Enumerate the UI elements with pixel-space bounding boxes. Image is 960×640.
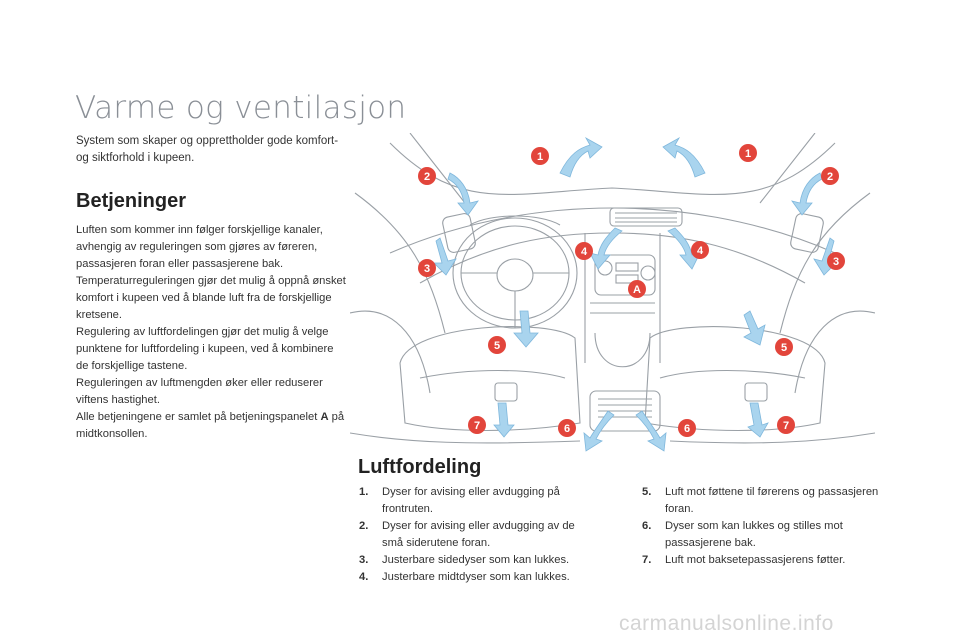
list-item: 3. Justerbare sidedyser som kan lukkes. (359, 552, 599, 569)
paragraph: Temperaturreguleringen gjør det mulig å … (76, 273, 348, 324)
paragraph: Luften som kommer inn følger forskjellig… (76, 222, 348, 273)
item-text: Luft mot baksetepassasjerens føtter. (665, 554, 845, 566)
marker-5-left: 5 (488, 336, 506, 354)
marker-label: 7 (783, 420, 789, 432)
item-number: 6. (642, 518, 651, 535)
arrow-windshield-right (663, 138, 705, 177)
arrow-windshield-left (560, 138, 602, 177)
marker-4-right: 4 (691, 241, 709, 259)
marker-label: 5 (494, 340, 500, 352)
item-number: 2. (359, 518, 368, 535)
marker-label: 6 (564, 423, 570, 435)
item-number: 5. (642, 484, 651, 501)
marker-label: A (633, 284, 641, 296)
markers: 1 1 2 2 3 3 4 4 A 5 5 6 6 7 7 (418, 144, 845, 437)
marker-label: 7 (474, 420, 480, 432)
marker-3-right: 3 (827, 252, 845, 270)
airflow-list-left: 1. Dyser for avising eller avdugging på f… (359, 484, 599, 586)
marker-label: 3 (424, 263, 430, 275)
betjeninger-body: Luften som kommer inn følger forskjellig… (76, 222, 348, 443)
watermark: carmanualsonline.info (619, 612, 834, 636)
marker-label: 1 (537, 151, 543, 163)
item-text: Dyser som kan lukkes og stilles mot pass… (665, 520, 843, 549)
marker-6-right: 6 (678, 419, 696, 437)
marker-label: 1 (745, 148, 751, 160)
paragraph-text: Alle betjeningene er samlet på betjening… (76, 411, 320, 423)
marker-4-left: 4 (575, 242, 593, 260)
marker-1-left: 1 (531, 147, 549, 165)
section-heading-luftfordeling: Luftfordeling (358, 456, 481, 479)
list-item: 5. Luft mot føttene til førerens og passa… (642, 484, 904, 518)
item-text: Justerbare midtdyser som kan lukkes. (382, 571, 570, 583)
item-number: 1. (359, 484, 368, 501)
marker-label: 2 (424, 171, 430, 183)
item-number: 4. (359, 569, 368, 586)
list-item: 4. Justerbare midtdyser som kan lukkes. (359, 569, 599, 586)
arrow-rear-feet-left (494, 403, 514, 437)
marker-label: 6 (684, 423, 690, 435)
arrow-side-window-right (792, 173, 822, 215)
intro-text: System som skaper og opprettholder gode … (76, 133, 346, 167)
arrow-feet-left (514, 311, 538, 347)
marker-label: 2 (827, 171, 833, 183)
marker-label: 4 (581, 246, 588, 258)
marker-label: 4 (697, 245, 704, 257)
item-text: Dyser for avising eller avdugging på fro… (382, 486, 560, 515)
airflow-list-right: 5. Luft mot føttene til førerens og passa… (642, 484, 904, 569)
marker-label: 5 (781, 342, 787, 354)
list-item: 7. Luft mot baksetepassasjerens føtter. (642, 552, 904, 569)
item-text: Luft mot føttene til førerens og passasj… (665, 486, 878, 515)
arrow-rear-feet-right (748, 403, 768, 437)
marker-7-right: 7 (777, 416, 795, 434)
list-item: 2. Dyser for avising eller avdugging av d… (359, 518, 599, 552)
list-item: 6. Dyser som kan lukkes og stilles mot pa… (642, 518, 904, 552)
section-heading-betjeninger: Betjeninger (76, 190, 186, 213)
item-text: Justerbare sidedyser som kan lukkes. (382, 554, 569, 566)
item-text: Dyser for avising eller avdugging av de … (382, 520, 575, 549)
marker-label: 3 (833, 256, 839, 268)
panel-label-a: A (320, 411, 328, 423)
marker-2-left: 2 (418, 167, 436, 185)
marker-3-left: 3 (418, 259, 436, 277)
marker-1-right: 1 (739, 144, 757, 162)
marker-7-left: 7 (468, 416, 486, 434)
paragraph: Regulering av luftfordelingen gjør det m… (76, 324, 348, 375)
marker-a: A (628, 280, 646, 298)
item-number: 3. (359, 552, 368, 569)
list-item: 1. Dyser for avising eller avdugging på f… (359, 484, 599, 518)
marker-2-right: 2 (821, 167, 839, 185)
page-title: Varme og ventilasjon (75, 90, 406, 126)
ventilation-illustration: 1 1 2 2 3 3 4 4 A 5 5 6 6 7 7 (350, 133, 875, 455)
paragraph: Reguleringen av luftmengden øker eller r… (76, 375, 348, 409)
arrow-side-window-left (448, 173, 478, 215)
marker-5-right: 5 (775, 338, 793, 356)
paragraph: Alle betjeningene er samlet på betjening… (76, 409, 348, 443)
item-number: 7. (642, 552, 651, 569)
marker-6-left: 6 (558, 419, 576, 437)
